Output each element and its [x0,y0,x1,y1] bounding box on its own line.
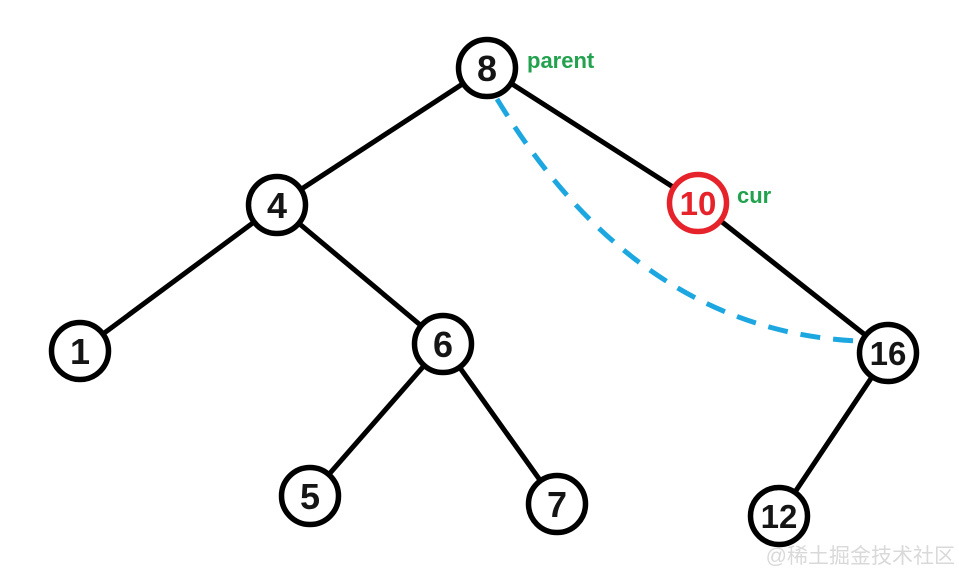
tree-node-circle-10 [666,171,730,235]
tree-node-value-10: 10 [680,185,717,222]
tree-node-circle-5 [278,464,342,528]
tree-node-value-16: 16 [870,335,907,372]
tree-edge-16-12 [776,351,891,518]
tree-node-circle-16 [856,321,920,385]
tree-edge-8-4 [275,65,489,208]
tree-node-circle-4 [245,173,309,237]
pointer-label-cur: cur [737,183,772,208]
tree-node-circle-12 [747,484,811,548]
tree-node-value-6: 6 [433,324,453,365]
tree-node-circle-1 [48,319,112,383]
tree-node-value-1: 1 [70,331,90,372]
watermark: @稀土掘金技术社区 [766,545,955,568]
tree-edge-8-10 [485,65,700,206]
pointer-dashed-curve [494,97,858,344]
tree-node-value-5: 5 [300,476,320,517]
tree-edge-4-1 [78,202,279,354]
tree-node-value-8: 8 [477,48,497,89]
tree-edge-6-5 [308,342,445,498]
tree-edge-6-7 [440,342,560,506]
tree-node-value-12: 12 [761,498,798,535]
tree-node-circle-7 [525,472,589,536]
pointer-label-parent: parent [527,48,595,73]
tree-edge-10-16 [696,201,890,355]
tree-node-value-7: 7 [547,484,567,525]
tree-node-circle-8 [455,36,519,100]
tree-node-value-4: 4 [267,185,287,226]
tree-edge-4-6 [275,203,445,346]
tree-node-circle-6 [411,312,475,376]
